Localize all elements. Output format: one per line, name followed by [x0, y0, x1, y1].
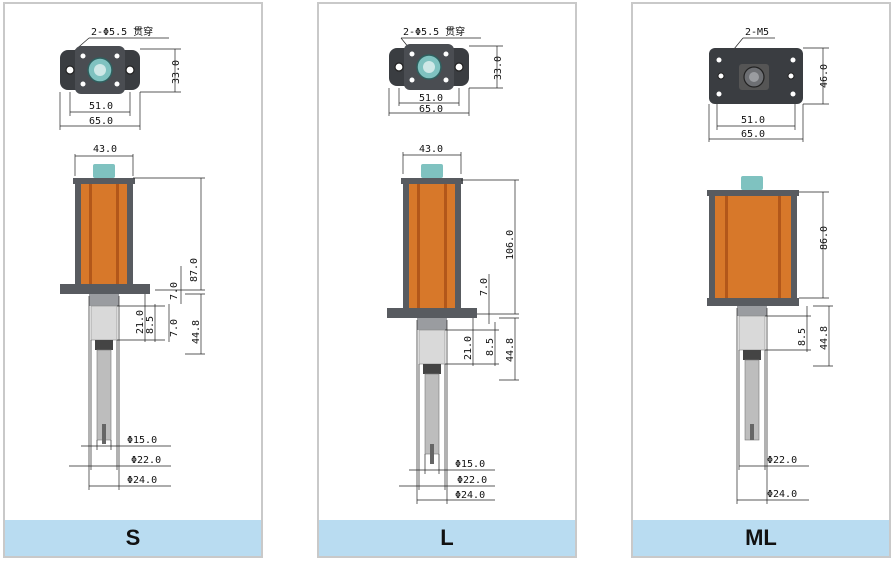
- width-inner-dim: 51.0: [741, 115, 765, 126]
- top-view-s: 2-Φ5.5 贯穿 33.0 51.0 65.0: [59, 25, 182, 130]
- connector-icon: [93, 164, 115, 178]
- drawing-s: 2-Φ5.5 贯穿 33.0 51.0 65.0 43.0: [59, 25, 205, 490]
- body-height-dim: 86.0: [819, 226, 830, 250]
- holes-label: 2-Φ5.5 贯穿: [403, 25, 465, 38]
- seg-b-dim: 8.5: [145, 316, 156, 334]
- panel-ml: 2-M5 46.0 51.0 65.0: [631, 2, 891, 558]
- top-view-l: 2-Φ5.5 贯穿 33.0 51.0 65.0: [388, 25, 504, 116]
- seg-c-dim: 7.0: [169, 319, 180, 337]
- seg-a-dim: 21.0: [463, 336, 474, 360]
- width-outer-dim: 65.0: [741, 129, 765, 140]
- height-dim: 33.0: [493, 56, 504, 80]
- holes-label: 2-M5: [745, 27, 769, 38]
- width-outer-dim: 65.0: [419, 104, 443, 115]
- diameter-1-dim: Φ15.0: [127, 435, 157, 446]
- seg-b-dim: 8.5: [485, 338, 496, 356]
- height-dim: 46.0: [819, 64, 830, 88]
- width-inner-dim: 51.0: [89, 101, 113, 112]
- drawing-ml: 2-M5 46.0 51.0 65.0: [707, 27, 833, 504]
- height-dim: 33.0: [171, 60, 182, 84]
- drawing-l: 2-Φ5.5 贯穿 33.0 51.0 65.0 43.0: [387, 25, 519, 504]
- size-label-s: S: [5, 520, 261, 556]
- side-view-s: 43.0 87.0 7.0 21.0 8.5 7.0: [60, 144, 205, 490]
- diameter-2-dim: Φ22.0: [457, 475, 487, 486]
- lower-length-dim: 44.8: [191, 320, 202, 344]
- diameter-2-dim: Φ22.0: [767, 455, 797, 466]
- mounting-flange: [387, 308, 477, 318]
- actuator-body: [403, 184, 461, 308]
- diameter-3-dim: Φ24.0: [455, 490, 485, 501]
- flange-gap-dim: 7.0: [479, 278, 490, 296]
- diameter-1-dim: Φ15.0: [455, 459, 485, 470]
- top-view-ml: 2-M5 46.0 51.0 65.0: [708, 27, 830, 142]
- panel-l: 2-Φ5.5 贯穿 33.0 51.0 65.0 43.0: [317, 2, 577, 558]
- side-view-ml: 86.0 8.5 44.8 Φ22.0 Φ24.0: [707, 176, 833, 504]
- body-width-dim: 43.0: [419, 144, 443, 155]
- body-height-dim: 87.0: [189, 258, 200, 282]
- diameter-2-dim: Φ22.0: [131, 455, 161, 466]
- connector-icon: [741, 176, 763, 190]
- mounting-flange: [707, 298, 799, 306]
- side-view-l: 43.0 106.0 7.0 21.0 8.5 44.8: [387, 144, 519, 504]
- size-label-l: L: [319, 520, 575, 556]
- size-label-ml: ML: [633, 520, 889, 556]
- mounting-flange: [60, 284, 150, 294]
- panel-s: 2-Φ5.5 贯穿 33.0 51.0 65.0 43.0: [3, 2, 263, 558]
- diameter-3-dim: Φ24.0: [767, 489, 797, 500]
- holes-label: 2-Φ5.5 贯穿: [91, 25, 153, 38]
- body-width-dim: 43.0: [93, 144, 117, 155]
- width-inner-dim: 51.0: [419, 93, 443, 104]
- body-height-dim: 106.0: [505, 230, 516, 260]
- lower-length-dim: 44.8: [505, 338, 516, 362]
- flange-gap-dim: 7.0: [169, 282, 180, 300]
- actuator-body: [709, 196, 797, 298]
- seg-b-dim: 8.5: [797, 328, 808, 346]
- connector-icon: [421, 164, 443, 178]
- lower-length-dim: 44.8: [819, 326, 830, 350]
- seg-a-dim: 21.0: [135, 310, 146, 334]
- width-outer-dim: 65.0: [89, 116, 113, 127]
- diameter-3-dim: Φ24.0: [127, 475, 157, 486]
- actuator-body: [75, 184, 133, 284]
